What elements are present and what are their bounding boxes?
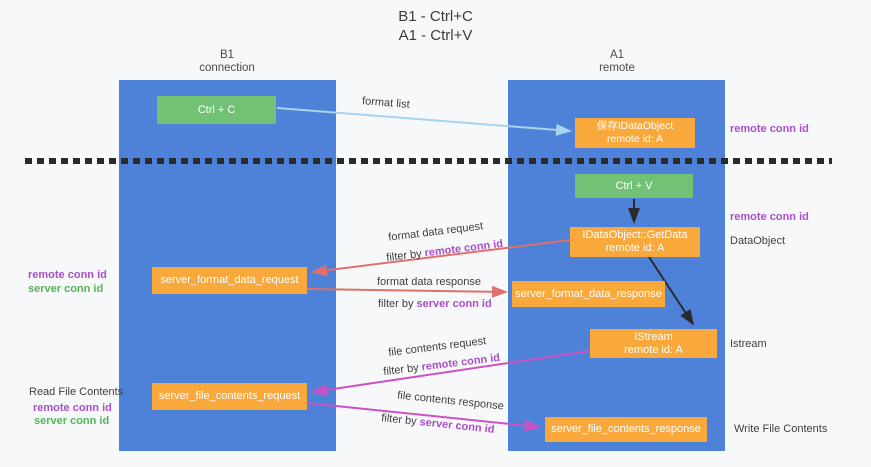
lifeline-a1-name: A1 bbox=[609, 49, 625, 61]
label-format-data-request: format data request bbox=[387, 220, 484, 244]
node-server-format-data-request-label: server_format_data_request bbox=[160, 274, 299, 286]
side-label-istream: Istream bbox=[730, 338, 767, 350]
phase-divider-dashed-line bbox=[25, 158, 832, 164]
arrow-format-data-response bbox=[306, 285, 508, 298]
node-ctrl-v-label: Ctrl + V bbox=[615, 179, 653, 192]
lifeline-header-a1: A1 remote bbox=[542, 49, 692, 75]
filter-by-prefix: filter by bbox=[385, 247, 426, 265]
node-istream: IStream remote id: A bbox=[590, 329, 717, 358]
node-getdata-line1: IDataObject::GetData bbox=[582, 229, 688, 241]
side-label-remote-conn-id-left1: remote conn id bbox=[28, 269, 107, 281]
server-conn-id-value: server conn id bbox=[418, 416, 496, 436]
node-server-format-data-response: server_format_data_response bbox=[512, 281, 665, 307]
side-label-remote-conn-id-left2: remote conn id bbox=[33, 402, 112, 414]
side-label-server-conn-id-left2: server conn id bbox=[34, 415, 110, 427]
node-server-format-data-request: server_format_data_request bbox=[152, 267, 307, 294]
lifeline-b1-name: B1 bbox=[219, 49, 235, 61]
title-line-2: A1 - Ctrl+V bbox=[398, 27, 473, 44]
side-label-read-file-contents: Read File Contents bbox=[29, 386, 124, 398]
side-label-remote-conn-id-top: remote conn id bbox=[730, 123, 809, 135]
node-getdata-line2: remote id: A bbox=[605, 242, 665, 254]
filter-by-prefix: filter by bbox=[382, 361, 423, 379]
remote-conn-id-value: remote conn id bbox=[420, 351, 501, 374]
node-idataobject-getdata: IDataObject::GetData remote id: A bbox=[570, 227, 700, 257]
side-label-dataobject: DataObject bbox=[730, 235, 786, 247]
server-conn-id-value: server conn id bbox=[416, 298, 492, 310]
lifeline-header-b1: B1 connection bbox=[152, 49, 302, 75]
remote-conn-id-value: remote conn id bbox=[423, 237, 504, 260]
node-save-idataobject-line2: remote id: A bbox=[606, 133, 664, 145]
lifeline-a1-role: remote bbox=[599, 62, 635, 74]
node-save-idataobject-line1: 保存IDataObject bbox=[596, 120, 674, 132]
node-server-format-data-response-label: server_format_data_response bbox=[515, 287, 662, 300]
node-ctrl-c-label: Ctrl + C bbox=[197, 103, 236, 116]
side-label-server-conn-id-left1: server conn id bbox=[28, 283, 104, 295]
node-server-file-contents-response-label: server_file_contents_response bbox=[551, 423, 701, 435]
node-istream-line2: remote id: A bbox=[624, 343, 683, 356]
filter-by-prefix: filter by bbox=[380, 412, 421, 429]
label-format-list: format list bbox=[361, 95, 411, 111]
side-label-write-file-contents: Write File Contents bbox=[734, 423, 828, 435]
label-file-contents-response: file contents response bbox=[396, 389, 505, 413]
node-ctrl-v: Ctrl + V bbox=[575, 174, 693, 198]
node-server-file-contents-request: server_file_contents_request bbox=[152, 383, 307, 410]
side-label-remote-conn-id-mid: remote conn id bbox=[730, 211, 809, 223]
label-format-data-response: format data response bbox=[377, 276, 481, 288]
node-server-file-contents-request-label: server_file_contents_request bbox=[158, 390, 301, 402]
node-istream-line1: IStream bbox=[634, 330, 673, 343]
diagram-title: B1 - Ctrl+C A1 - Ctrl+V bbox=[0, 7, 871, 45]
lifeline-b1-role: connection bbox=[199, 62, 255, 74]
filter-by-prefix: filter by bbox=[378, 298, 417, 310]
node-server-file-contents-response: server_file_contents_response bbox=[545, 417, 707, 442]
label-filter-server-2: filter by server conn id bbox=[381, 412, 495, 436]
title-line-1: B1 - Ctrl+C bbox=[398, 8, 473, 25]
node-ctrl-c: Ctrl + C bbox=[157, 96, 276, 124]
label-filter-server-1: filter by server conn id bbox=[378, 298, 492, 310]
node-save-idataobject: 保存IDataObject remote id: A bbox=[575, 118, 695, 148]
